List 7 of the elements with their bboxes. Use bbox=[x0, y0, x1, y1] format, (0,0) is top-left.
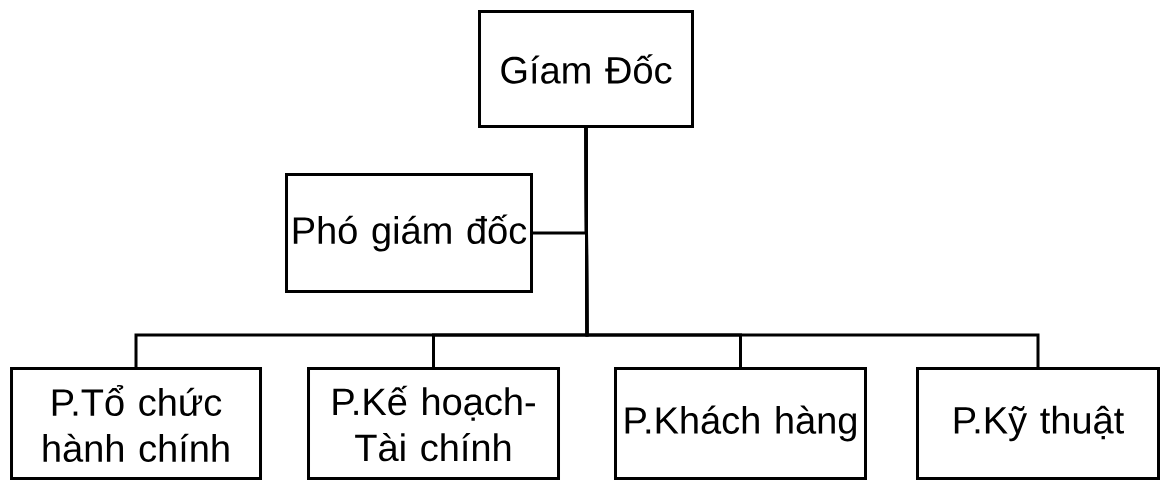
box: Gíam Đốc bbox=[478, 10, 694, 128]
connector-line bbox=[584, 128, 1040, 367]
box: Phó giám đốc bbox=[285, 173, 533, 293]
box: P.Kế hoạch- Tài chính bbox=[307, 367, 560, 480]
box: P.Kỹ thuật bbox=[916, 367, 1160, 480]
box: P.Tổ chức hành chính bbox=[10, 367, 262, 480]
box: P.Khách hàng bbox=[614, 367, 867, 480]
